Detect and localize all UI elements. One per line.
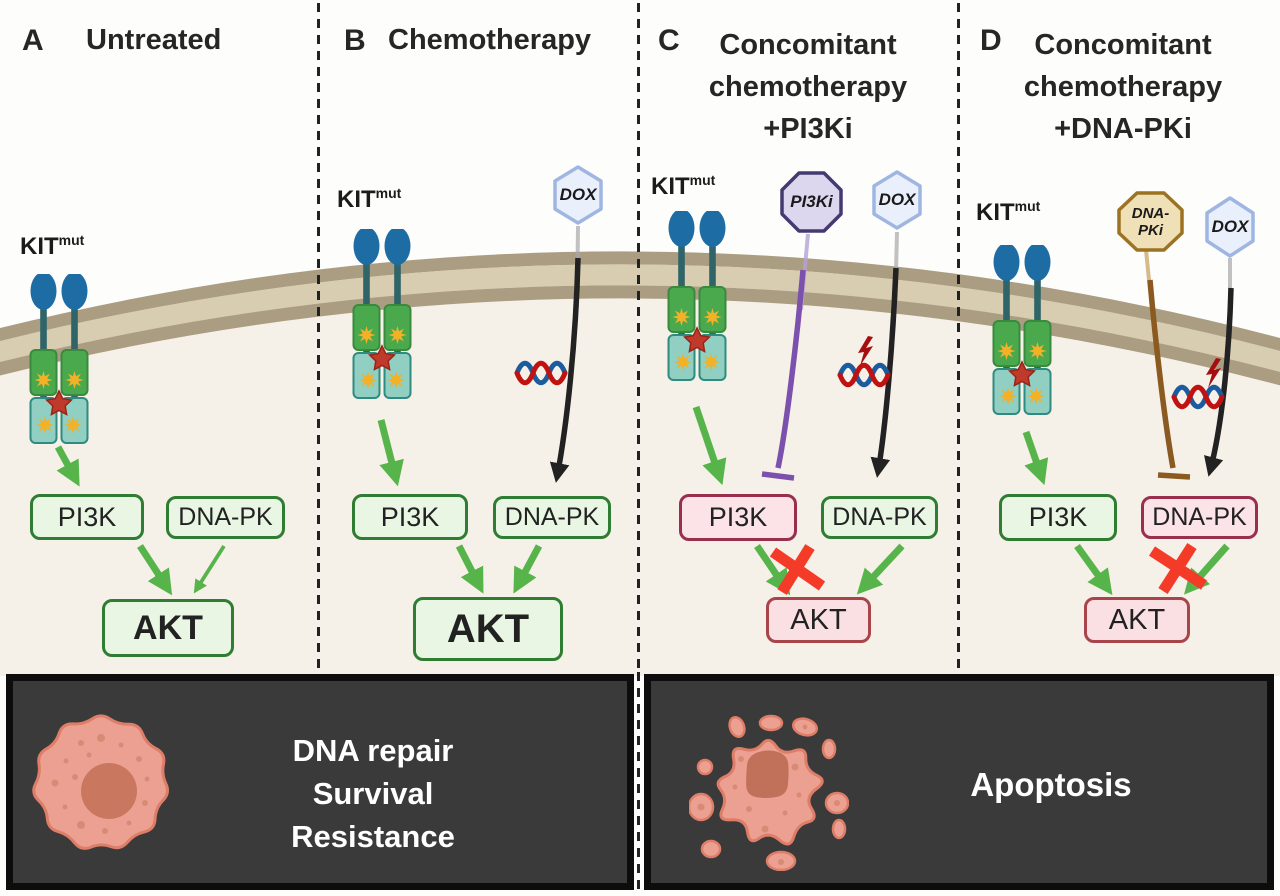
panel-letter-c: C: [658, 24, 680, 57]
outcome-text-apoptosis: Apoptosis: [970, 766, 1132, 803]
healthy-cell-icon: [32, 714, 169, 850]
pi3k-box-b: PI3K: [352, 494, 468, 540]
outcome-panel-apoptosis: Apoptosis: [644, 674, 1274, 890]
dox-badge: DOX: [1204, 196, 1256, 258]
blocked-cross-icon: [1148, 543, 1208, 594]
panel-d-arrows: [1022, 249, 1234, 596]
dna-pk-box-c: DNA-PK: [821, 496, 938, 539]
pi3k-box-d: PI3K: [999, 494, 1117, 541]
dna-pki-badge: DNA- PKi: [1117, 191, 1184, 252]
akt-box-c: AKT: [766, 597, 871, 643]
akt-box-a: AKT: [102, 599, 234, 657]
dna-pk-box-d: DNA-PK: [1141, 496, 1258, 539]
panel-letter-d: D: [980, 24, 1002, 57]
outcome-panel-resistance: DNA repair Survival Resistance: [6, 674, 634, 890]
dox-badge: DOX: [552, 165, 604, 225]
kit-mut-label-b: KITmut: [337, 185, 402, 213]
kit-mut-label-d: KITmut: [976, 198, 1041, 226]
panel-b-arrows: [377, 225, 581, 594]
dna-pk-box-a: DNA-PK: [166, 496, 285, 539]
pi3k-box-a: PI3K: [30, 494, 144, 540]
panel-title-a: Untreated: [86, 24, 222, 56]
blocked-cross-icon: [769, 544, 826, 595]
akt-box-b: AKT: [413, 597, 563, 661]
panel-divider: [317, 3, 960, 893]
panel-title-b: Chemotherapy: [388, 24, 592, 56]
pi3ki-badge: PI3Ki: [780, 171, 843, 233]
akt-box-d: AKT: [1084, 597, 1190, 643]
panel-a-arrows: [54, 445, 226, 596]
panel-c-arrows: [692, 231, 905, 596]
dox-badge: DOX: [871, 170, 923, 230]
panel-title-d: Concomitant chemotherapy +DNA-PKi: [1023, 29, 1223, 145]
panel-title-c: Concomitant chemotherapy +PI3Ki: [708, 29, 908, 145]
kit-mut-label-a: KITmut: [20, 232, 85, 260]
dna-pk-box-b: DNA-PK: [493, 496, 611, 539]
kit-mut-label-c: KITmut: [651, 172, 716, 200]
apoptotic-cell-icon: [689, 714, 849, 871]
outcome-text-resistance: DNA repair Survival Resistance: [291, 733, 455, 854]
pi3k-box-c: PI3K: [679, 494, 797, 541]
panel-letter-a: A: [22, 24, 44, 57]
panel-letter-b: B: [344, 24, 366, 57]
